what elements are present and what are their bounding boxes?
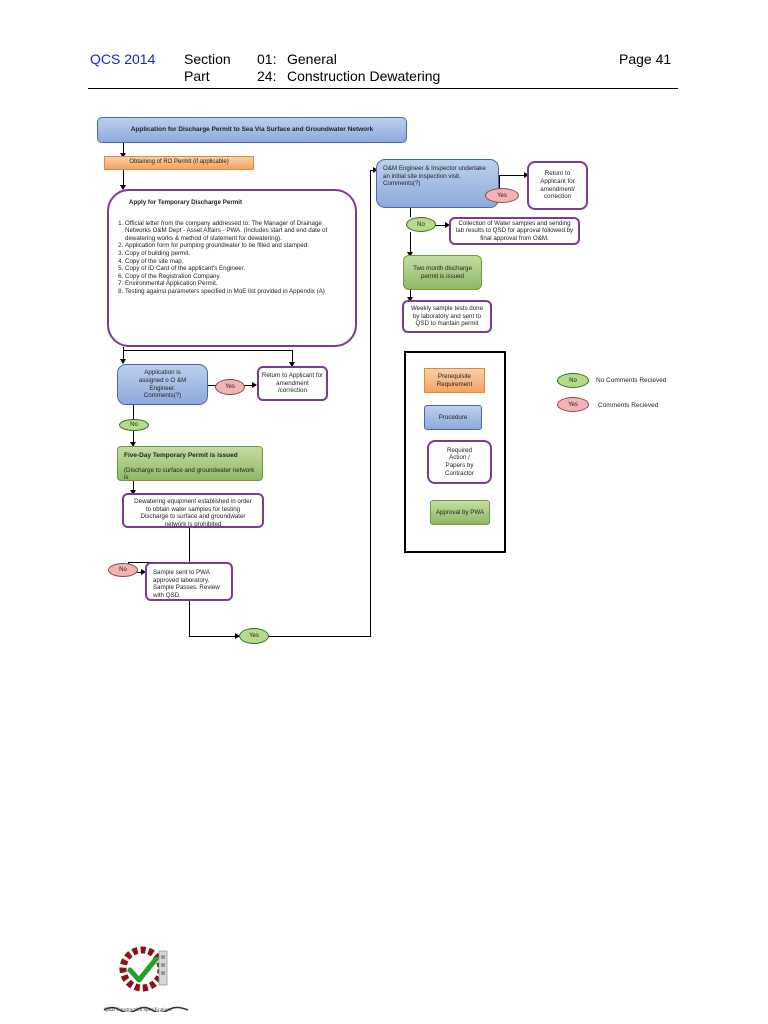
temp-permit-item: Copy of building permit. [125,250,341,258]
section-label: Section [184,51,231,67]
part-title: Construction Dewatering [287,68,441,84]
yes-oval-assigned: Yes [215,379,245,395]
temp-permit-title: Apply for Temporary Discharge Permit [129,199,243,206]
return-box-1: Return to Applicant for amendment /corre… [257,366,328,401]
assigned-box: Application is assigned o O &M Engineer.… [117,364,208,405]
legend-no-text: No Comments Recieved [596,377,667,384]
part-label: Part [184,68,210,84]
temp-permit-item: Testing against parameters specified in … [125,288,341,296]
yes-oval-sample: Yes [239,628,269,644]
five-day-subtitle: (Discharge to surface and groundwater ne… [124,466,255,482]
no-oval-inspection: No [406,217,436,232]
qcs-logo [112,937,180,999]
no-oval-assigned: No [119,419,149,431]
qcs-logo-icon [119,946,168,992]
weekly-box: Weekly sample tests done by laboratory a… [402,300,492,333]
header-rule [88,88,678,89]
temp-permit-list: Official letter from the company address… [115,220,341,296]
legend-prerequisite: Prerequisite Requirement [424,368,485,393]
no-oval-sample: No [108,563,138,577]
two-month-permit-box: Two month discharge permit is issued [403,255,482,290]
temp-permit-item: Copy of ID Card of the applicant's Engin… [125,265,341,273]
five-day-permit-box: Five-Day Temporary Permit is issued (Dis… [117,446,263,481]
legend-no-oval: No [557,373,589,388]
temp-permit-item: Copy of the site map. [125,258,341,266]
logo-caption: Qatar Construction Specifications [104,1008,172,1013]
collection-box: Collection of Water samples and sending … [449,217,580,245]
inspection-box: O&M Engineer & Inspector undertake an in… [376,159,499,208]
legend-yes-text: Comments Recieved [598,402,659,409]
main-title-box: Application for Discharge Permit to Sea … [97,117,407,143]
dewatering-box: Dewatering equipment established in orde… [122,493,264,528]
ro-permit-box: Obtaining of RO Permit (if applicable) [104,156,254,170]
return-box-2: Return to Applicant for amendment/ corre… [527,161,588,210]
section-number: 01: [257,51,277,67]
legend-required: Required Action / Papers by Contractor [427,440,492,484]
legend-yes-oval: Yes [557,397,589,412]
legend-approval: Approval by PWA [430,500,490,525]
temp-permit-item: Official letter from the company address… [125,220,341,243]
temp-permit-item: Copy of the Registration Company. [125,273,341,281]
yes-oval-inspection: Yes [485,188,519,203]
page-number: Page 41 [619,51,672,67]
temp-permit-item: Application form for pumping groundwater… [125,242,341,250]
part-number: 24: [257,68,277,84]
temp-permit-item: Environmental Application Permit. [125,280,341,288]
five-day-title: Five-Day Temporary Permit is issued [124,452,238,459]
logo-arabic-text [102,999,192,1014]
legend-frame [404,351,506,553]
legend-procedure: Procedure [424,405,482,430]
sample-box: Sample sent to PWA approved laboratory. … [145,562,233,601]
arabic-wordmark-icon [103,1006,189,1014]
section-title: General [287,51,337,67]
doc-id: QCS 2014 [90,51,156,67]
temp-permit-box: Apply for Temporary Discharge Permit Off… [107,189,357,347]
